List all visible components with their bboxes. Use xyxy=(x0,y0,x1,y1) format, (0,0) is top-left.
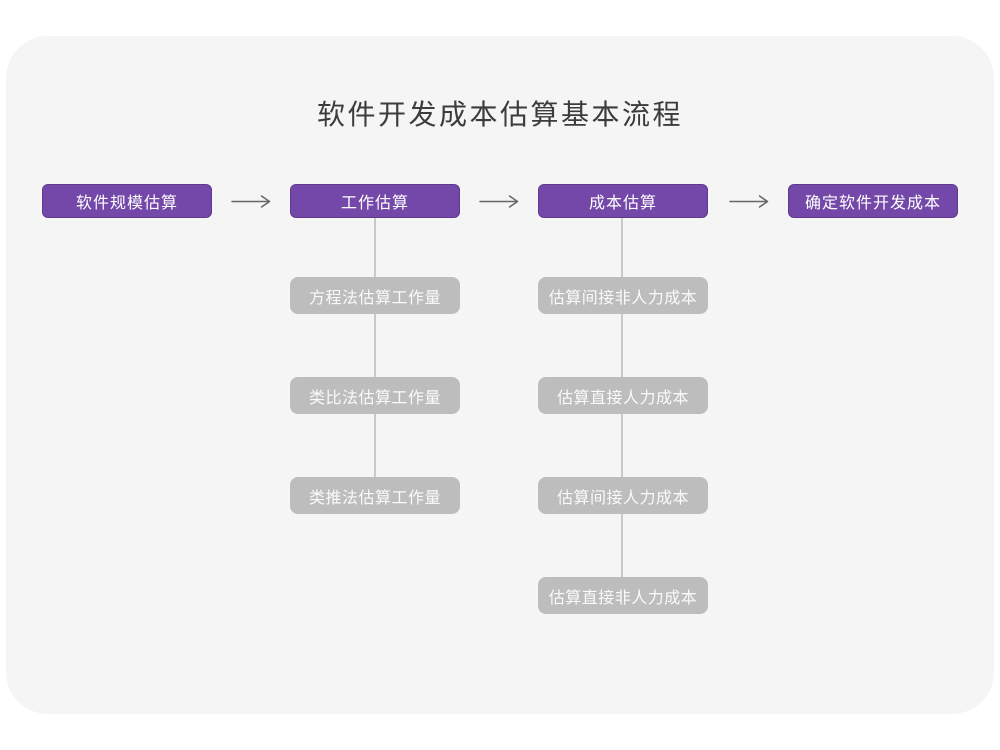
arrow-right-icon xyxy=(729,193,769,210)
subnode-equation-method-workload: 方程法估算工作量 xyxy=(290,277,460,314)
diagram-card xyxy=(6,36,994,714)
subnode-indirect-labor-cost: 估算间接人力成本 xyxy=(538,477,708,514)
arrow-right-icon xyxy=(231,193,271,210)
connector-line-work-estimation xyxy=(374,218,376,498)
subnode-direct-labor-cost: 估算直接人力成本 xyxy=(538,377,708,414)
subnode-comparison-method-workload: 类比法估算工作量 xyxy=(290,377,460,414)
subnode-indirect-non-labor-cost: 估算间接非人力成本 xyxy=(538,277,708,314)
node-software-scale-estimation: 软件规模估算 xyxy=(42,184,212,218)
node-determine-development-cost: 确定软件开发成本 xyxy=(788,184,958,218)
diagram-title: 软件开发成本估算基本流程 xyxy=(316,99,683,130)
subnode-analogy-method-workload: 类推法估算工作量 xyxy=(290,477,460,514)
node-work-estimation: 工作估算 xyxy=(290,184,460,218)
node-cost-estimation: 成本估算 xyxy=(538,184,708,218)
subnode-direct-non-labor-cost: 估算直接非人力成本 xyxy=(538,577,708,614)
arrow-right-icon xyxy=(479,193,519,210)
